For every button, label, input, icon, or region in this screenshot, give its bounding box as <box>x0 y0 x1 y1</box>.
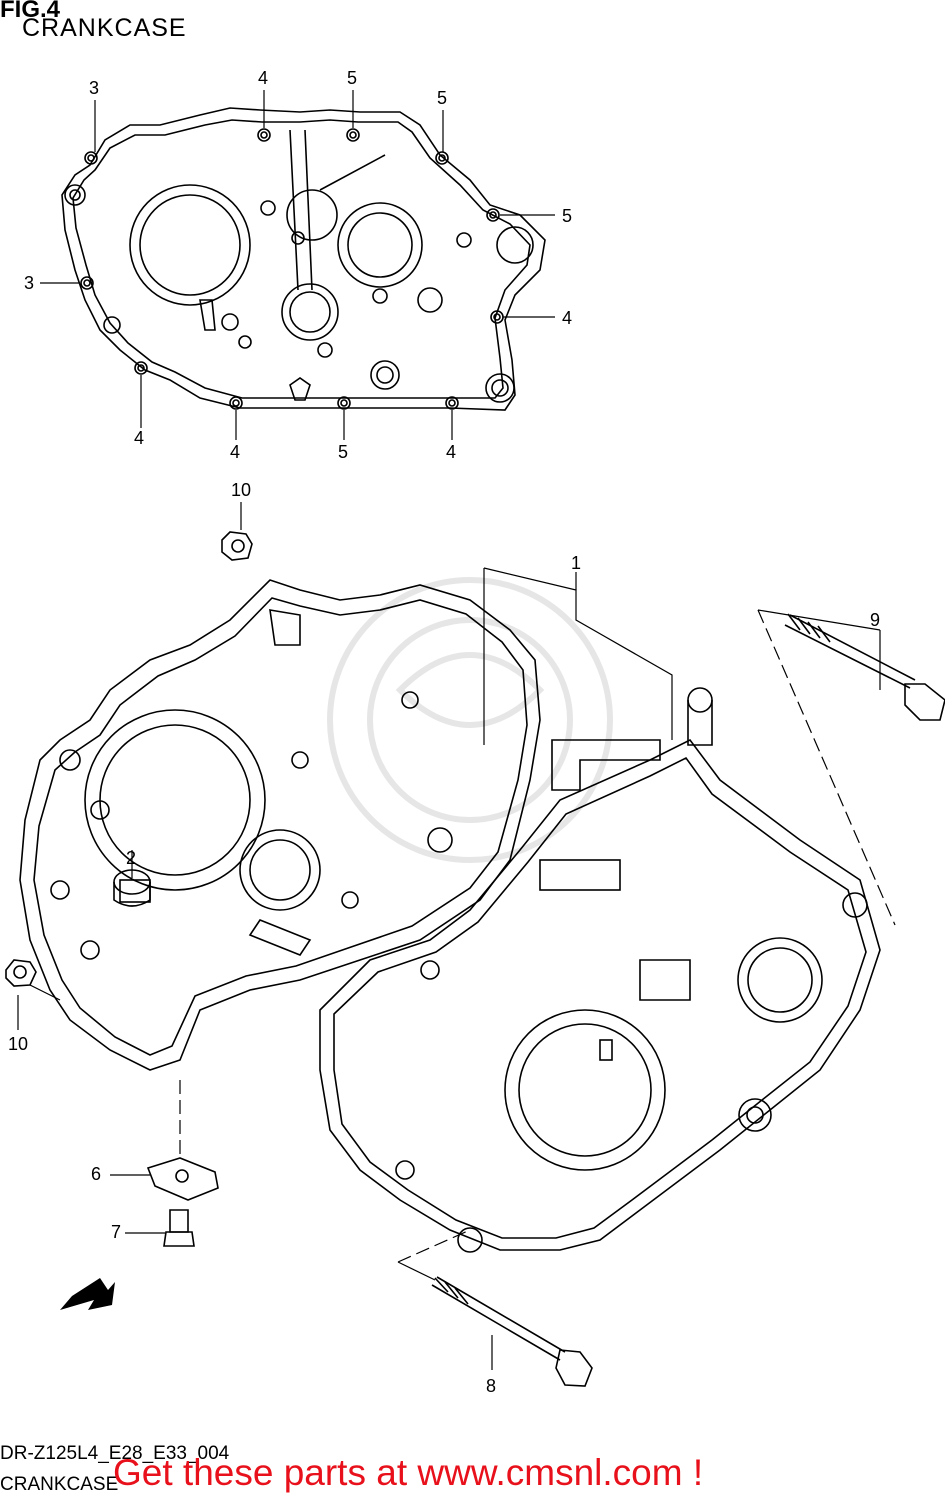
callout-1[interactable]: 1 <box>571 553 582 573</box>
callout-5[interactable]: 5 <box>347 68 358 88</box>
figure-label: FIG.4 <box>0 0 61 23</box>
callout-4[interactable]: 4 <box>446 442 457 462</box>
callout-2[interactable]: 2 <box>126 848 137 868</box>
leader-lines-top <box>40 90 555 440</box>
callout-7[interactable]: 7 <box>111 1222 122 1242</box>
callout-5[interactable]: 5 <box>338 442 349 462</box>
callout-4[interactable]: 4 <box>562 308 573 328</box>
figure-caption: CRANKCASE <box>0 1474 119 1495</box>
model-code: DR-Z125L4_E28_E33_004 <box>0 1443 230 1464</box>
parts <box>5 531 945 1387</box>
callout-6[interactable]: 6 <box>91 1164 102 1184</box>
callout-10[interactable]: 10 <box>231 480 252 500</box>
callout-3[interactable]: 3 <box>89 78 100 98</box>
crankcase-inner-view <box>61 107 546 411</box>
callout-3[interactable]: 3 <box>24 273 35 293</box>
callout-9[interactable]: 9 <box>870 610 881 630</box>
callout-4[interactable]: 4 <box>258 68 269 88</box>
fwd-arrow-icon <box>60 1278 115 1310</box>
callout-4[interactable]: 4 <box>134 428 145 448</box>
figure-subtitle: CRANKCASE <box>22 14 187 42</box>
callout-10[interactable]: 10 <box>8 1034 29 1054</box>
callout-4[interactable]: 4 <box>230 442 241 462</box>
watermark-logo <box>327 577 613 863</box>
promo-link[interactable]: Get these parts at www.cmsnl.com ! <box>113 1452 704 1493</box>
callout-8[interactable]: 8 <box>486 1376 497 1396</box>
callout-5[interactable]: 5 <box>437 88 448 108</box>
callout-5[interactable]: 5 <box>562 206 573 226</box>
leader-lines-bottom <box>17 502 896 1370</box>
crankcase-assembly <box>19 579 881 1253</box>
